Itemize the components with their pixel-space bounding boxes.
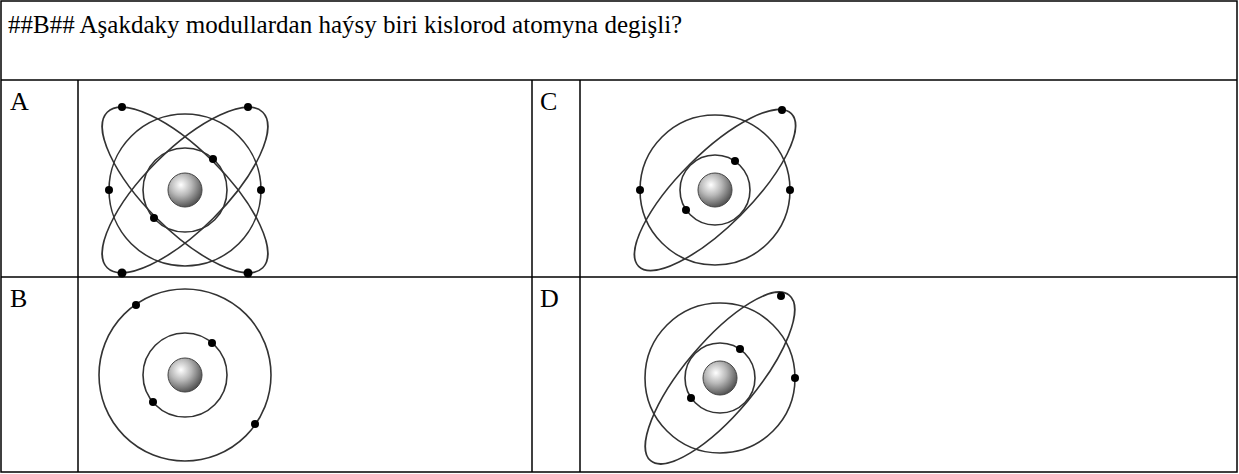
question-text: ##B## Aşakdaky modullardan haýsy biri ki… <box>8 10 682 40</box>
option-letter: B <box>10 283 27 314</box>
atom-model-a <box>79 84 291 296</box>
option-letter: D <box>540 283 559 314</box>
atom-model-c <box>613 88 817 292</box>
option-letter: A <box>10 86 29 117</box>
atom-model-b <box>99 289 271 461</box>
atom-model-d <box>623 272 817 474</box>
option-letter: C <box>540 86 557 117</box>
